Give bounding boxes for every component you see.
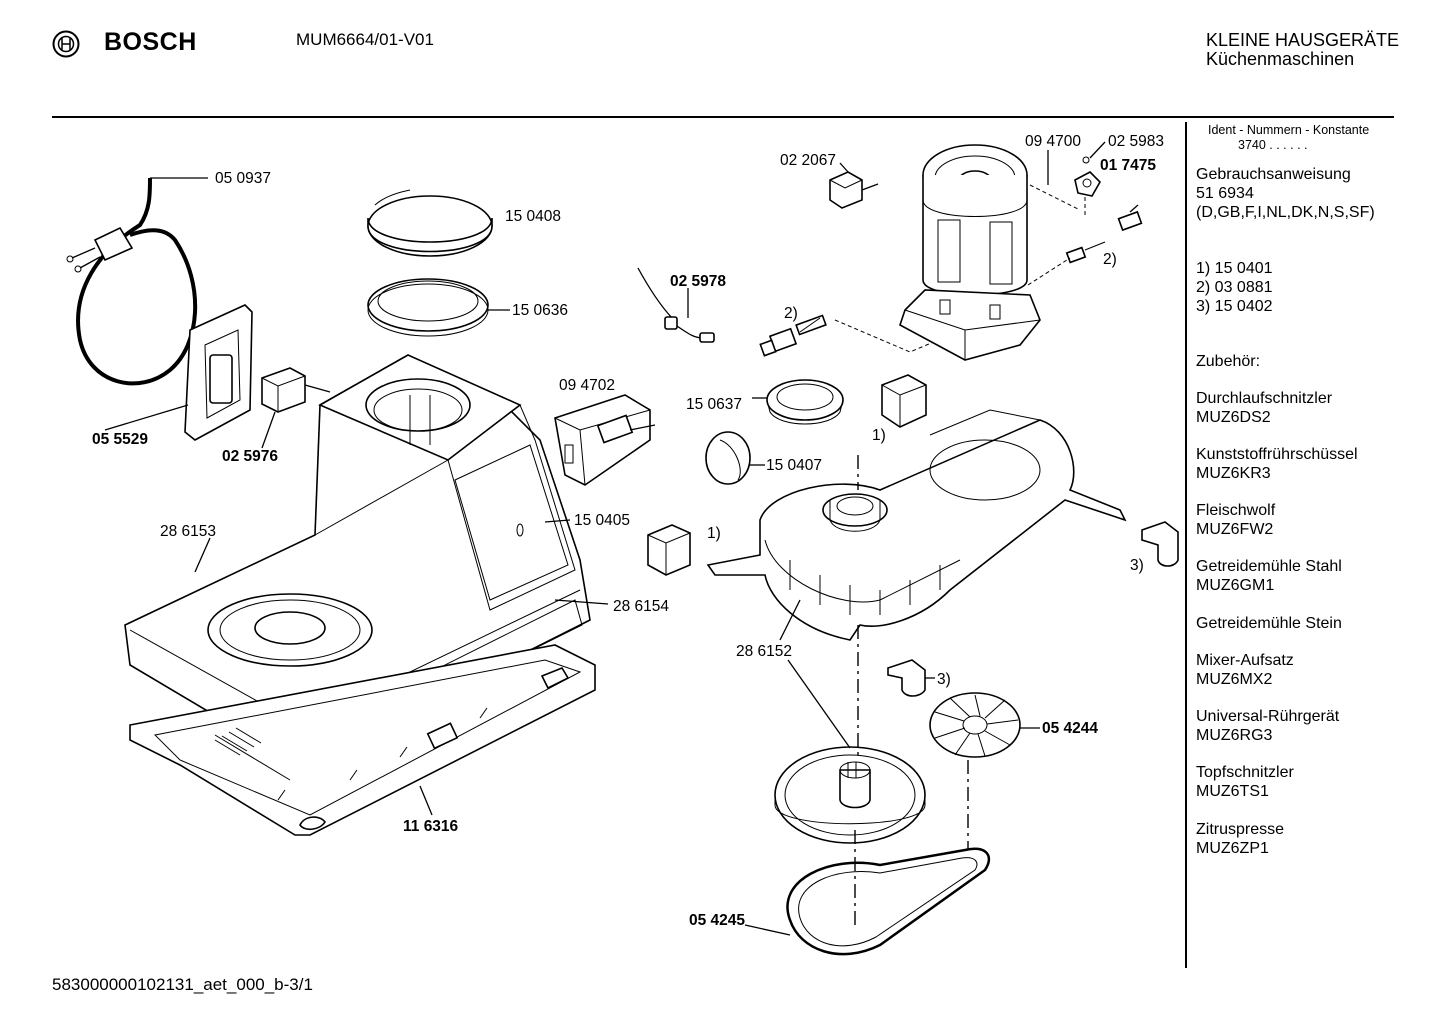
ref-2-label-right: 2) [1103,251,1117,268]
accessory-code: MUZ6DS2 [1196,409,1271,426]
accessory-name: Getreidemühle Stahl [1196,558,1342,575]
manual-number: 51 6934 [1196,185,1254,202]
seal-ring-part [367,278,489,337]
model-number: MUM6664/01-V01 [296,30,434,49]
footnote-3: 3) 15 0402 [1196,298,1273,315]
brand-name: BOSCH [104,28,197,56]
ref-3-label-left: 3) [937,671,951,688]
label-lid: 15 0408 [505,208,561,225]
ref-1-left-part [647,524,691,576]
pulley-part [774,746,926,844]
label-base-plate: 11 6316 [403,818,459,835]
accessory-code: MUZ6ZP1 [1196,840,1269,857]
manual-languages: (D,GB,F,I,NL,DK,N,S,SF) [1196,204,1375,221]
label-terminal: 02 2067 [780,152,836,169]
base-plate-part [129,644,596,836]
exploded-view-diagram: 05 0937 05 5529 02 5976 15 0408 15 0636 [66,133,1179,956]
label-power-cord: 05 0937 [215,170,271,187]
label-knob: 15 0407 [766,457,822,474]
ref-1-label-left: 1) [707,525,721,542]
motor-part [899,144,1041,361]
label-seal-ring: 15 0636 [512,302,568,319]
bosch-logo-icon [52,30,80,58]
accessory-name: Topfschnitzler [1196,764,1294,781]
accessory-name: Getreidemühle Stein [1196,615,1342,632]
ref-2-label: 2) [784,305,798,322]
subcategory-title: Küchenmaschinen [1206,49,1355,69]
label-wire: 02 5978 [670,273,726,290]
accessory-name: Kunststoffrührschüssel [1196,446,1358,463]
wire-part [637,267,715,343]
accessory-name: Durchlaufschnitzler [1196,390,1333,407]
ident-value: 3740 . . . . . . [1238,138,1308,152]
lid-part [367,189,493,257]
accessory-code: MUZ6GM1 [1196,577,1275,594]
label-housing: 28 6153 [160,523,216,540]
ref-3-right-part [1141,521,1179,567]
power-cord-part [66,177,198,386]
brush-right-part [1065,204,1143,264]
bearing-part [1074,156,1101,197]
cable-clip-part [184,304,253,441]
accessory-code: MUZ6MX2 [1196,671,1273,688]
label-bushing: 15 0637 [686,396,742,413]
label-motor-a: 09 4700 [1025,133,1081,150]
ref-1-right-part [881,374,927,428]
accessory-code: MUZ6KR3 [1196,465,1271,482]
accessory-name: Fleischwolf [1196,502,1276,519]
label-cable-clip: 05 5529 [92,431,148,448]
label-front-panel: 28 6154 [613,598,669,615]
footnote-1: 1) 15 0401 [1196,260,1273,277]
switch-part [261,367,331,413]
accessory-code: MUZ6FW2 [1196,521,1274,538]
header-divider [52,116,1394,118]
accessory-name: Mixer-Aufsatz [1196,652,1294,669]
manual-heading: Gebrauchsanweisung [1196,166,1351,183]
belt-part [786,847,991,956]
knob-part [705,431,751,485]
brush-holder-part [759,314,827,357]
fan-part [929,692,1021,758]
ident-heading: Ident - Nummern - Konstante [1208,123,1370,137]
label-switch: 02 5976 [222,448,278,465]
label-speed-control: 09 4702 [559,377,615,394]
accessories-heading: Zubehör: [1196,353,1261,370]
ref-1-label-right: 1) [872,427,886,444]
ref-3-left-part [887,659,926,697]
ref-3-label-right: 3) [1130,557,1144,574]
label-motor-b: 02 5983 [1108,133,1164,150]
label-bearing: 01 7475 [1100,157,1156,174]
label-belt: 05 4245 [689,912,745,929]
speed-control-part [554,394,656,486]
accessory-code: MUZ6RG3 [1196,727,1273,744]
label-gear-housing: 28 6152 [736,643,792,660]
sidebar-divider [1185,122,1187,968]
bushing-part [766,379,844,425]
document-code: 583000000102131_aet_000_b-3/1 [52,975,313,994]
label-cover-plate: 15 0405 [574,512,630,529]
label-fan: 05 4244 [1042,720,1098,737]
footnote-2: 2) 03 0881 [1196,279,1273,296]
accessory-name: Universal-Rührgerät [1196,708,1340,725]
accessory-name: Zitruspresse [1196,821,1285,838]
category-title: KLEINE HAUSGERÄTE [1206,30,1400,50]
accessory-code: MUZ6TS1 [1196,783,1269,800]
gear-housing-part [706,409,1127,641]
terminal-part [829,171,879,209]
